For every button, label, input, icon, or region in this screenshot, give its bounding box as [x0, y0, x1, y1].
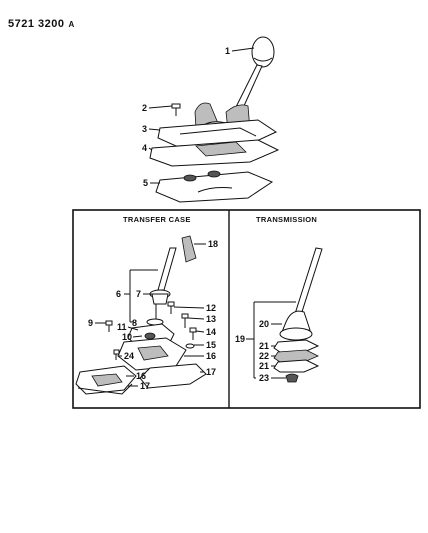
- callout-7: 7: [136, 289, 141, 299]
- callout-16: 16: [206, 351, 216, 361]
- callout-17b: 17: [140, 381, 150, 391]
- callout-13: 13: [206, 314, 216, 324]
- callout-19: 19: [235, 334, 245, 344]
- callout-22: 22: [259, 351, 269, 361]
- transfer-case-title: TRANSFER CASE: [123, 215, 191, 224]
- document-number: 5721 3200: [8, 18, 65, 30]
- shift-lever-assembly: [149, 36, 280, 203]
- callout-5: 5: [143, 178, 148, 188]
- callout-24: 24: [124, 351, 134, 361]
- callout-15: 15: [206, 340, 216, 350]
- callout-2: 2: [142, 103, 147, 113]
- retainer-plate-upper: [273, 339, 320, 353]
- callout-17: 17: [206, 367, 216, 377]
- callout-21b: 21: [259, 361, 269, 371]
- callout-16b: 16: [136, 371, 146, 381]
- transmission-assembly: [273, 247, 323, 383]
- transmission-cap: [285, 373, 299, 383]
- transmission-lever: [293, 247, 323, 319]
- transmission-callouts: 20 19 21 22 21 23: [235, 301, 296, 383]
- transfer-gasket: [139, 363, 207, 389]
- transmission-title: TRANSMISSION: [256, 215, 317, 224]
- callout-21: 21: [259, 341, 269, 351]
- transfer-lever: [157, 247, 177, 291]
- screw: [171, 103, 181, 116]
- callout-18: 18: [208, 239, 218, 249]
- callout-3: 3: [142, 124, 147, 134]
- transfer-knob: [181, 235, 197, 263]
- callout-11: 11: [117, 322, 127, 332]
- transfer-case-assembly: [75, 235, 207, 395]
- retainer-plate-lower: [273, 359, 320, 373]
- callout-1: 1: [225, 46, 230, 56]
- callout-9: 9: [88, 318, 93, 328]
- detail-panel-frame: [72, 209, 421, 409]
- callout-14: 14: [206, 327, 216, 337]
- callout-10: 10: [122, 332, 132, 342]
- callout-20: 20: [259, 319, 269, 329]
- shift-knob: [251, 36, 275, 68]
- transmission-boot: [279, 327, 313, 341]
- document-suffix: A: [68, 20, 75, 29]
- transfer-callouts: 18 6 7 12 13 9 11 8 14 10 15 16 24 17 16…: [88, 239, 218, 391]
- callout-8: 8: [132, 318, 137, 328]
- callout-4: 4: [142, 143, 147, 153]
- callout-23: 23: [259, 373, 269, 383]
- callout-6: 6: [116, 289, 121, 299]
- gasket-plate: [273, 349, 319, 363]
- top-callouts: 1 2 3 4 5: [142, 46, 255, 188]
- callout-12: 12: [206, 303, 216, 313]
